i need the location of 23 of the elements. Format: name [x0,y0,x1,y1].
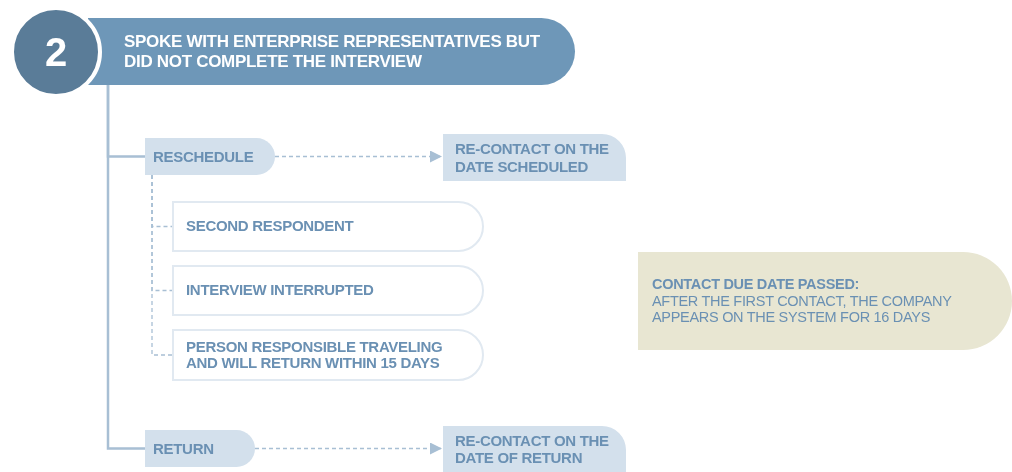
node-label: INTERVIEW INTERRUPTED [186,282,374,299]
node-label: RE-CONTACT ON THE DATE OF RETURN [455,431,610,467]
result-tab [443,426,626,472]
connector-line [106,85,145,450]
step-number: 2 [45,29,67,75]
connector-line [274,150,443,163]
node-label: SPOKE WITH ENTERPRISE REPRESENTATIVES BUT DID NOT COMPLETE THE INTERVIEW [124,31,541,72]
node-label: RETURN [153,440,214,457]
note-text: AFTER THE FIRST CONTACT, THE COMPANY APPEARS ON THE SYSTEM FOR 16 DAYS [652,292,953,326]
note-box [638,252,1012,350]
node-label: PERSON RESPONSIBLE TRAVELING AND WILL RETURN WITHIN 15 DAYS [186,338,444,372]
result-tab [443,134,626,181]
node-label: RE-CONTACT ON THE DATE SCHEDULED [455,140,610,175]
reason-box [172,265,484,316]
node-label: RESCHEDULE [153,148,254,165]
note-heading: CONTACT DUE DATE PASSED: [652,276,861,293]
step-tab [145,138,275,175]
reason-box [172,329,484,381]
connector-line [151,174,173,356]
node-label: SECOND RESPONDENT [186,218,354,235]
reason-box [172,201,484,252]
connector-line [254,442,443,455]
step-tab [145,430,255,467]
